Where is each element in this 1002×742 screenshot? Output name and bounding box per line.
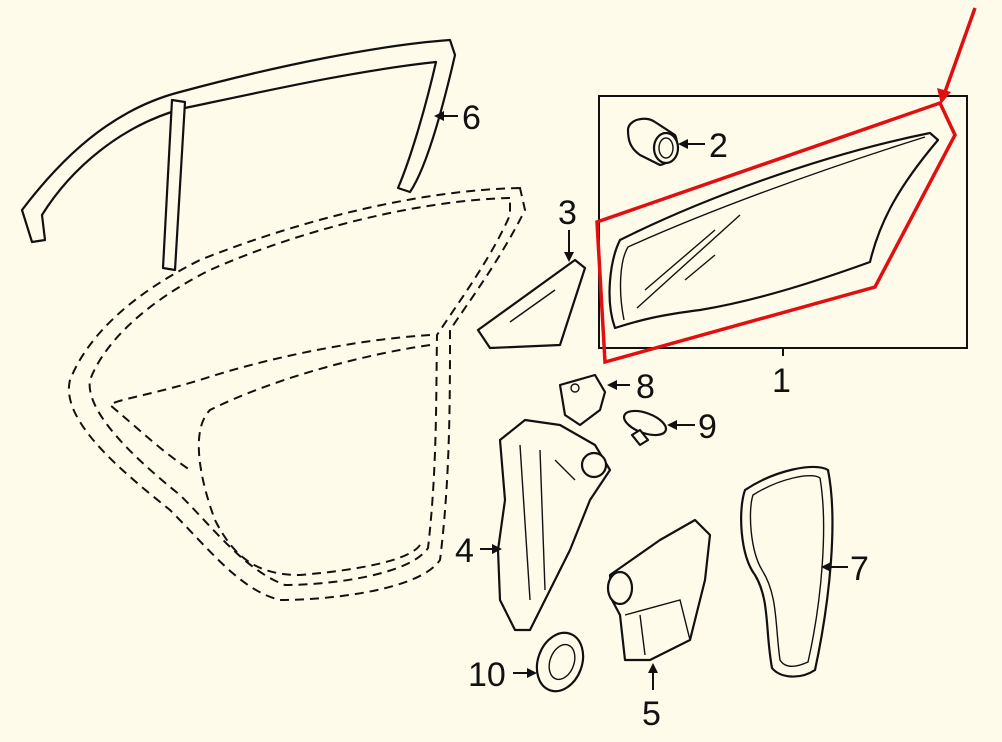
- callout-label-8: 8: [636, 368, 655, 406]
- callout-label-10: 10: [468, 656, 506, 694]
- callout-label-2: 2: [709, 127, 728, 165]
- part-10-grommet: 10: [468, 631, 585, 694]
- part-8-bracket: 8: [558, 368, 655, 427]
- part-2-bushing: 2: [626, 117, 728, 167]
- callout-label-6: 6: [462, 99, 481, 137]
- part-3-vent-glass: 3: [476, 194, 587, 350]
- callout-label-5: 5: [642, 695, 661, 733]
- part-1-door-glass-box: 1: [598, 95, 968, 400]
- callout-label-3: 3: [558, 194, 577, 232]
- part-9-clip: 9: [622, 408, 717, 447]
- callout-label-4: 4: [455, 532, 474, 570]
- red-highlight-annotation: [595, 7, 977, 365]
- part-5-window-motor: 5: [606, 518, 712, 733]
- part-6-window-run: [20, 38, 457, 272]
- door-shell-outline: [67, 186, 527, 602]
- callout-label-9: 9: [698, 408, 717, 446]
- callout-label-7: 7: [850, 550, 869, 588]
- callout-label-1: 1: [772, 362, 791, 400]
- callout-6: 6: [434, 99, 481, 137]
- part-4-window-regulator: 4: [455, 418, 612, 632]
- part-7-door-seal: 7: [740, 465, 869, 678]
